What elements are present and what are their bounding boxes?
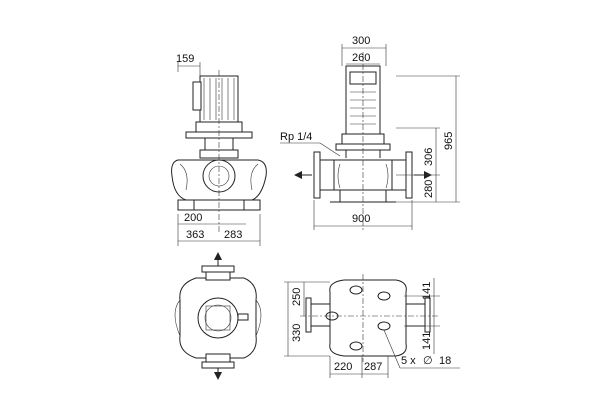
dim-250-label: 250 <box>291 288 303 306</box>
dim-330-label: 330 <box>291 324 303 342</box>
dim-900-label: 900 <box>352 213 370 225</box>
top-flow-arrow-down <box>214 372 222 380</box>
dim-141-bottom-label: 141 <box>421 332 433 350</box>
bolt-hole-1 <box>349 285 363 295</box>
side-view: 300 260 Rp 1/4 306 280 965 900 <box>280 35 460 230</box>
front-view: 159 200 363 283 <box>171 53 267 246</box>
top-flange-upper <box>201 265 235 273</box>
dim-280-label: 280 <box>423 180 435 198</box>
dim-hole-count-label: 5 x <box>401 355 416 367</box>
dim-159-label: 159 <box>176 53 194 65</box>
base-inlet-flange <box>305 297 312 333</box>
base-outlet-stub <box>405 303 427 327</box>
side-inlet-flange <box>313 151 321 199</box>
top-nozzle-upper <box>205 271 231 281</box>
base-outlet-flange <box>424 297 431 333</box>
top-view-right: 250 330 141 141 220 287 5 x ∅ 18 <box>284 274 460 378</box>
base-plate-outline <box>329 279 407 357</box>
bolt-hole-4 <box>377 321 391 331</box>
dim-287-label: 287 <box>364 361 382 373</box>
dim-220-label: 220 <box>334 361 352 373</box>
dim-283-label: 283 <box>224 229 242 241</box>
dim-hole-diameter-label: 18 <box>439 355 451 367</box>
base-foot-right <box>243 199 261 211</box>
bolt-hole-5 <box>349 341 363 351</box>
dim-200-label: 200 <box>184 212 202 224</box>
top-flow-arrow-up <box>214 252 222 260</box>
base-inlet-stub <box>309 303 331 327</box>
connection-label: Rp 1/4 <box>280 131 312 143</box>
motor-terminal-box <box>192 81 202 111</box>
flow-arrow-in <box>294 171 302 179</box>
dim-260-label: 260 <box>352 52 370 64</box>
top-impeller-circle <box>197 297 239 339</box>
dim-300-label: 300 <box>352 35 370 47</box>
dim-306-label: 306 <box>423 148 435 166</box>
top-drain-plug <box>237 313 249 321</box>
bolt-hole-2 <box>377 291 391 301</box>
dim-363-label: 363 <box>186 229 204 241</box>
dim-141-top-label: 141 <box>421 282 433 300</box>
dim-965-label: 965 <box>443 132 455 150</box>
diameter-symbol: ∅ <box>423 355 433 367</box>
top-view-left <box>174 252 262 380</box>
base-foot-left <box>177 199 195 211</box>
top-flange-lower <box>201 361 235 369</box>
top-nozzle-lower <box>205 353 231 363</box>
